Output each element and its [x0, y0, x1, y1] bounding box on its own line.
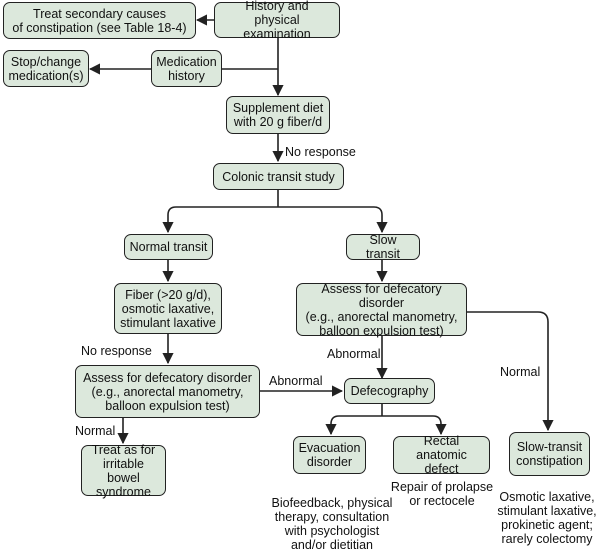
node-treat-ibs: Treat as for irritable bowel syndrome: [81, 443, 166, 499]
edge-assess-to-slowtransit: [467, 311, 554, 432]
outcome-repair: Repair of prolapse or rectocele: [390, 480, 494, 508]
label-no-response-1: No response: [285, 145, 356, 159]
node-slow-transit: Slow transit: [346, 233, 420, 261]
node-evacuation-disorder: Evacuation disorder: [293, 436, 366, 474]
label-no-response-2: No response: [81, 344, 152, 358]
node-assess-right: Assess for defecatory disorder (e.g., an…: [296, 282, 467, 338]
edge-split-left: [162, 206, 278, 234]
node-assess-left: Assess for defecatory disorder (e.g., an…: [75, 365, 260, 418]
node-slow-transit-constipation: Slow-transit constipation: [509, 432, 590, 476]
node-colonic-transit: Colonic transit study: [213, 163, 344, 190]
node-rectal-defect: Rectal anatomic defect: [393, 434, 490, 476]
outcome-biofeedback: Biofeedback, physical therapy, consultat…: [271, 496, 393, 552]
node-fiber-laxative: Fiber (>20 g/d), osmotic laxative, stimu…: [114, 283, 222, 334]
node-history-exam: History and physical examination: [214, 0, 340, 41]
node-medication-history: Medication history: [151, 50, 222, 87]
label-normal-2: Normal: [75, 424, 116, 438]
node-normal-transit: Normal transit: [124, 234, 213, 260]
outcome-osmotic: Osmotic laxative, stimulant laxative, pr…: [497, 490, 597, 546]
edge-split-right: [278, 206, 388, 234]
label-abnormal-2: Abnormal: [269, 374, 323, 388]
label-normal-1: Normal: [500, 365, 541, 379]
node-stop-medication: Stop/change medication(s): [3, 50, 89, 87]
node-treat-secondary: Treat secondary causes of constipation (…: [3, 2, 196, 39]
node-supplement-diet: Supplement diet with 20 g fiber/d: [226, 96, 330, 134]
edge-defecography-right: [382, 415, 447, 436]
edge-defecography-left: [325, 415, 382, 436]
node-defecography: Defecography: [344, 378, 435, 404]
label-abnormal-1: Abnormal: [327, 347, 381, 361]
